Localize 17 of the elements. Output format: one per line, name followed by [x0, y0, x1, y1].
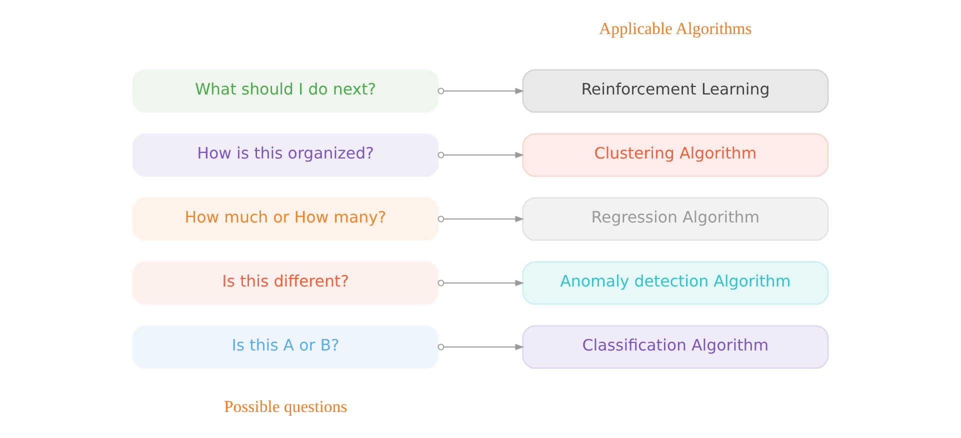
arrow: [438, 280, 524, 286]
node-box: Is this A or B?: [132, 325, 439, 369]
arrow: [438, 344, 524, 350]
node-box: Clustering Algorithm: [522, 133, 829, 177]
node-box: Classification Algorithm: [522, 325, 829, 369]
arrow: [438, 88, 524, 94]
label: Possible questions: [224, 397, 348, 416]
node-box: Is this different?: [132, 261, 439, 305]
node-box: Anomaly detection Algorithm: [522, 261, 829, 305]
node-box: Reinforcement Learning: [522, 69, 829, 113]
label: Applicable Algorithms: [599, 18, 752, 38]
node-box: Regression Algorithm: [522, 197, 829, 241]
arrow: [438, 152, 524, 158]
node-box: How is this organized?: [132, 133, 439, 177]
node-box: How much or How many?: [132, 197, 439, 241]
node-box: What should I do next?: [132, 69, 439, 113]
arrow: [438, 216, 524, 222]
